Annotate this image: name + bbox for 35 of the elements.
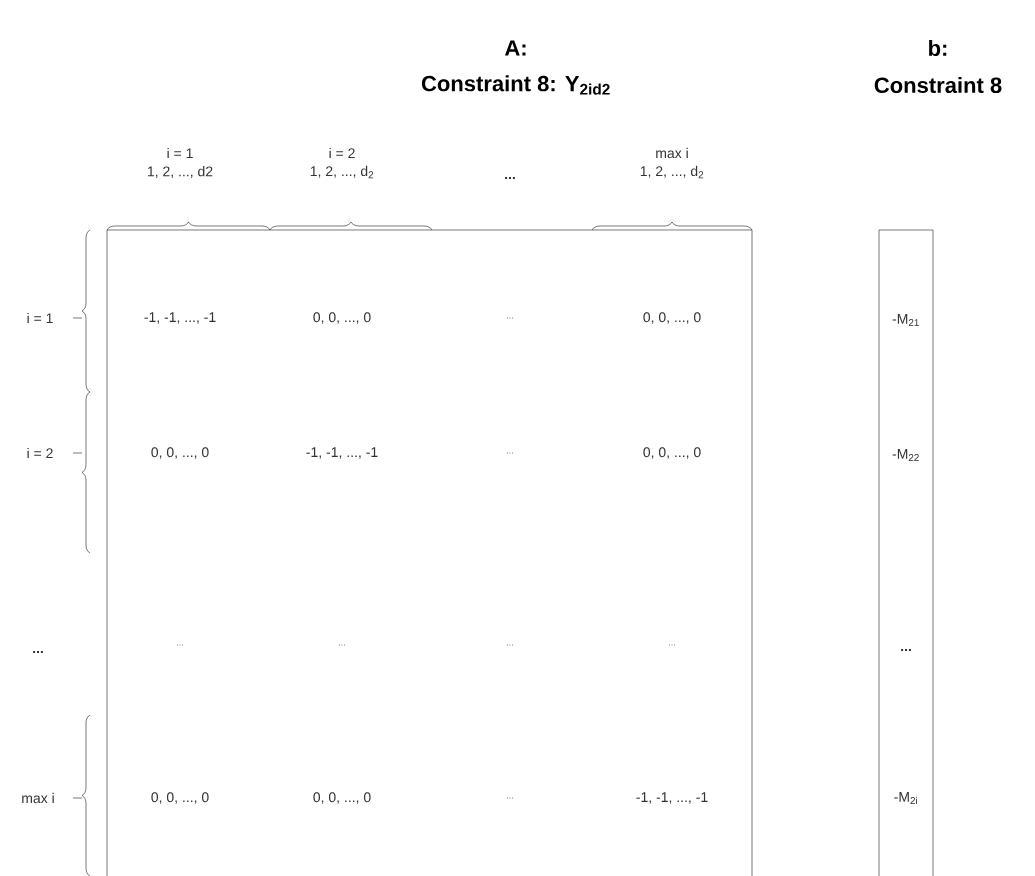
matrix-entry: 0, 0, ..., 0 — [313, 312, 371, 324]
column-label: 1, 2, ..., d2 — [148, 166, 213, 178]
matrix-entry: ... — [506, 797, 514, 799]
row-label: max i — [22, 792, 54, 804]
matrix-entry: 0, 0, ..., 0 — [313, 792, 371, 804]
matrix-entry: 0, 0, ..., 0 — [151, 792, 209, 804]
heading: Constraint 8 — [874, 76, 1002, 94]
column-label: i = 1 — [167, 147, 193, 159]
vector-entry: -M$_{2i}$ — [894, 792, 917, 804]
column-label: 1, 2, ..., d$_{2}$ — [310, 165, 374, 179]
matrix-entry: ... — [338, 644, 346, 646]
matrix-entry: 0, 0, ..., 0 — [643, 447, 701, 459]
matrix-entry: ... — [176, 644, 184, 646]
heading: b: — [929, 39, 947, 57]
matrix-entry: ... — [669, 644, 676, 646]
matrix-entry: -1, -1, ..., -1 — [144, 312, 216, 324]
row-label: i = 2 — [27, 447, 53, 459]
heading: A: — [504, 40, 526, 56]
column-label: i = 2 — [329, 147, 355, 159]
column-label: ... — [505, 176, 515, 180]
vector-entry: ... — [901, 648, 911, 652]
column-label: 1, 2, ..., d$_{2}$ — [640, 165, 704, 179]
row-label: i = 1 — [27, 312, 53, 324]
matrix-entry: ... — [506, 644, 514, 646]
matrix-entry: -1, -1, ..., -1 — [306, 447, 378, 459]
matrix-entry: ... — [506, 452, 514, 454]
matrix-entry: ... — [506, 317, 514, 319]
heading: Constraint 8: Y$_{2id2}$ — [421, 75, 610, 95]
matrix-entry: 0, 0, ..., 0 — [643, 312, 701, 324]
matrix-entry: 0, 0, ..., 0 — [151, 447, 209, 459]
vector-entry: -M$_{21}$ — [892, 314, 919, 326]
column-label: max i — [656, 147, 688, 159]
row-label: ... — [33, 650, 43, 654]
vector-entry: -M$_{22}$ — [892, 449, 919, 461]
matrix-entry: -1, -1, ..., -1 — [636, 792, 708, 804]
